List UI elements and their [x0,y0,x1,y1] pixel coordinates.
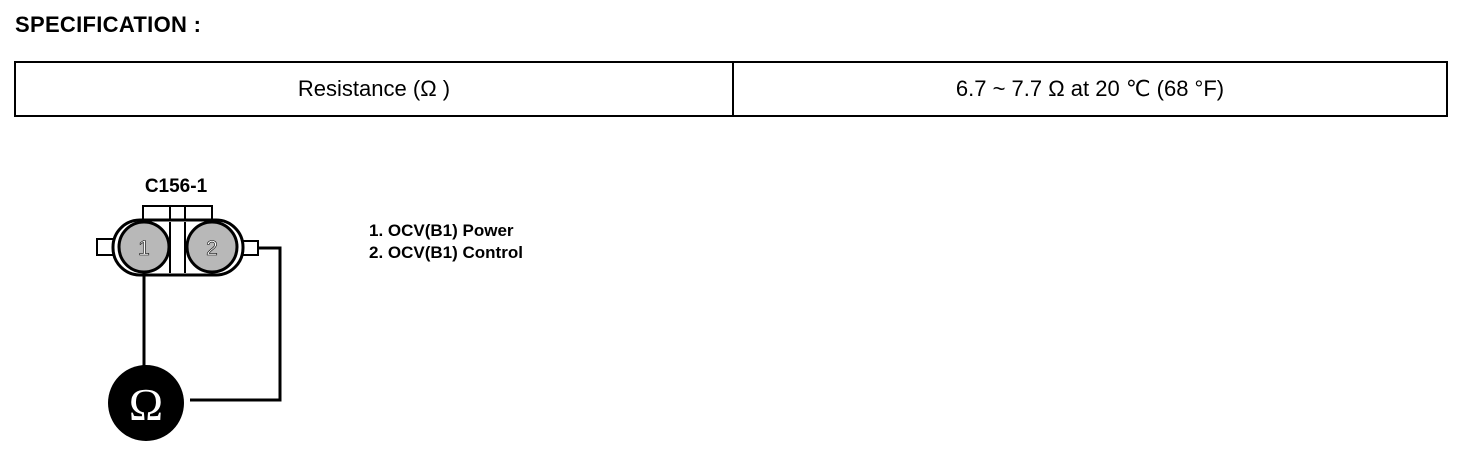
connector-latch [142,205,213,221]
ohm-symbol: Ω [129,379,163,430]
connector-label: C156-1 [145,176,208,197]
legend-item: 2. OCV(B1) Control [369,243,523,262]
pin-2 [185,220,239,274]
ohmmeter-icon [108,365,184,441]
parameter-cell: Resistance (Ω ) [14,61,734,117]
legend-item: 1. OCV(B1) Power [369,221,514,240]
specification-table: Resistance (Ω ) 6.7 ~ 7.7 Ω at 20 ℃ (68 … [14,61,1448,117]
table-row: Resistance (Ω ) 6.7 ~ 7.7 Ω at 20 ℃ (68 … [14,61,1448,117]
pin-1-label: 1 [138,237,150,260]
test-lead-2 [190,246,282,402]
pin-legend: 1. OCV(B1) Power 2. OCV(B1) Control [369,220,523,264]
pin-2-label: 2 [206,237,218,260]
page-heading: SPECIFICATION : [15,12,202,37]
value-cell: 6.7 ~ 7.7 Ω at 20 ℃ (68 °F) [732,61,1448,117]
